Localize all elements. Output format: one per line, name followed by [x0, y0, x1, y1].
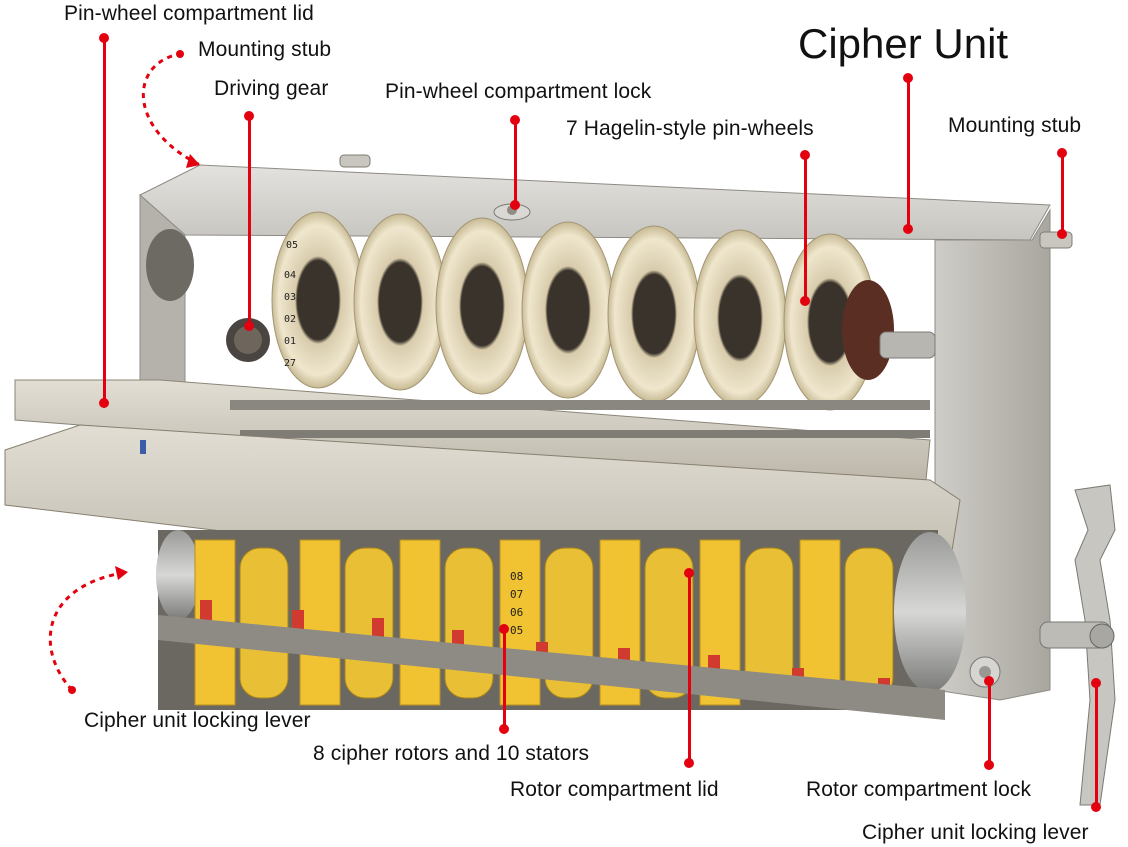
leader-dot	[800, 296, 810, 306]
leader-dot	[684, 758, 694, 768]
leader-dot	[244, 111, 254, 121]
leader-dot	[99, 33, 109, 43]
pinwheel-digit: 01	[284, 336, 296, 347]
leader-dot	[499, 624, 509, 634]
page-title: Cipher Unit	[798, 20, 1009, 67]
label-locking-lever-right: Cipher unit locking lever	[862, 821, 1089, 844]
leader-mounting-stub-right	[1061, 153, 1064, 233]
leader-dot	[1091, 802, 1101, 812]
label-cipher-rotors: 8 cipher rotors and 10 stators	[313, 742, 590, 765]
pinwheel-digit: 02	[284, 314, 296, 325]
leader-rotor-lid	[688, 573, 691, 763]
label-pinwheel-lock: Pin-wheel compartment lock	[385, 80, 652, 103]
mounting-stub-arrow	[141, 54, 201, 167]
leader-dot	[903, 224, 913, 234]
locking-lever-arrow	[48, 570, 129, 692]
pinwheel-digit: 05	[286, 240, 298, 251]
rotor-digit: 08	[510, 570, 523, 583]
leader-dot	[510, 115, 520, 125]
leader-dot	[984, 676, 994, 686]
leader-dot	[903, 73, 913, 83]
label-hagelin-pinwheels: 7 Hagelin-style pin-wheels	[566, 117, 814, 140]
leader-dot	[1057, 229, 1067, 239]
leader-rotor-lock	[988, 680, 991, 765]
label-pinwheel-lid: Pin-wheel compartment lid	[64, 2, 314, 25]
leader-locking-lever-right	[1095, 683, 1098, 808]
leader-dot	[510, 200, 520, 210]
leader-dot	[684, 568, 694, 578]
label-rotor-lock: Rotor compartment lock	[806, 778, 1032, 801]
pinwheels-group	[271, 211, 936, 411]
label-locking-lever-left: Cipher unit locking lever	[84, 709, 311, 732]
leader-pinwheel-lid	[103, 38, 106, 403]
rotor-digit: 06	[510, 606, 523, 619]
leader-pinwheels	[804, 155, 807, 300]
rotor-digit: 05	[510, 624, 523, 637]
pinwheel-digit: 04	[284, 270, 296, 281]
leader-dot	[984, 760, 994, 770]
pinwheel-digit: 03	[284, 292, 296, 303]
label-mounting-stub-left: Mounting stub	[198, 38, 332, 61]
leader-cipher-rotors	[503, 628, 506, 728]
label-driving-gear: Driving gear	[214, 77, 329, 100]
leader-dot	[244, 321, 254, 331]
leader-cipher-unit	[907, 78, 910, 228]
label-mounting-stub-right: Mounting stub	[948, 114, 1082, 137]
leader-dot	[1091, 678, 1101, 688]
leader-dot	[499, 724, 509, 734]
rotor-digit: 07	[510, 588, 523, 601]
leader-dot	[1057, 148, 1067, 158]
pinwheel-digit: 27	[284, 358, 296, 369]
leader-pinwheel-lock	[514, 120, 517, 205]
label-rotor-lid: Rotor compartment lid	[510, 778, 719, 801]
leader-driving-gear	[248, 116, 251, 326]
leader-dot	[800, 150, 810, 160]
leader-dot	[99, 398, 109, 408]
